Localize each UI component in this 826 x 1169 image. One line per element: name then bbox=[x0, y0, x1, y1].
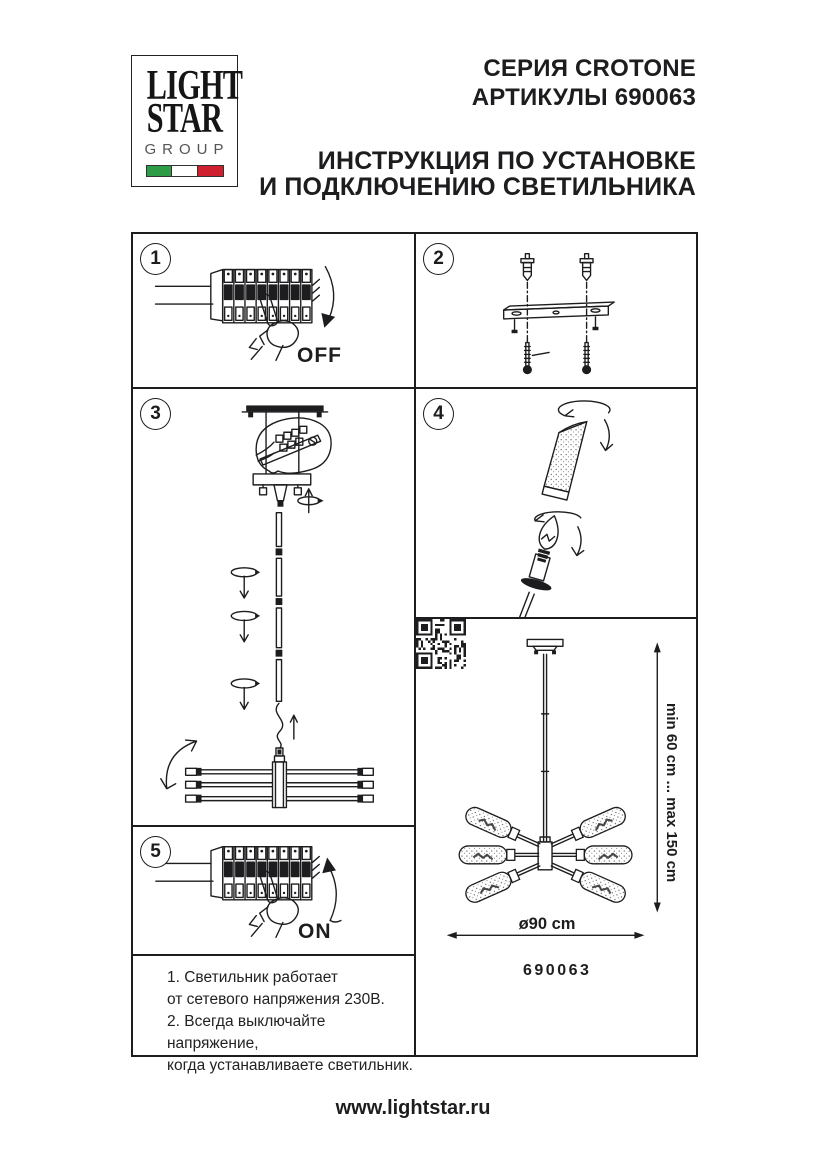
rotate-down-arrow-icon bbox=[230, 678, 261, 710]
safety-notes: 1. Светильник работает от сетевого напря… bbox=[167, 969, 413, 1074]
height-dimension-arrow bbox=[653, 642, 661, 913]
breaker-on-diagram bbox=[155, 846, 342, 938]
turn-off-arrow-icon bbox=[321, 265, 336, 328]
website-link: www.lightstar.ru bbox=[335, 1097, 491, 1119]
ceiling-plate-icon bbox=[241, 405, 329, 418]
fixture-arm bbox=[551, 844, 634, 865]
off-label: OFF bbox=[297, 344, 342, 367]
pointing-hand-icon bbox=[248, 293, 300, 362]
mounting-bar-icon bbox=[502, 301, 615, 334]
articles-title: АРТИКУЛЫ 690063 bbox=[471, 84, 696, 111]
step-1-panel: 1 OFF bbox=[131, 232, 416, 389]
rotate-bulb-arrow-icon bbox=[534, 511, 585, 557]
glass-shade-icon bbox=[541, 420, 588, 501]
shade-bulb-diagram bbox=[518, 400, 614, 617]
rotate-down-arrow-icon bbox=[230, 567, 261, 599]
assembled-fixture-diagram bbox=[446, 638, 661, 939]
wall-anchor-icon bbox=[520, 253, 594, 282]
fixture-arm bbox=[461, 862, 541, 907]
up-arrow-icon bbox=[289, 714, 299, 740]
series-title: СЕРИЯ CROTONE bbox=[483, 55, 696, 82]
mounting-plate-icon bbox=[252, 473, 312, 507]
rotate-up-arrow-icon bbox=[297, 488, 324, 514]
mounting-bar-diagram bbox=[502, 253, 615, 375]
instruction-title: ИНСТРУКЦИЯ ПО УСТАНОВКЕ И ПОДКЛЮЧЕНИЮ СВ… bbox=[259, 147, 696, 201]
screw-icon bbox=[522, 341, 592, 375]
fixture-arm bbox=[461, 803, 541, 848]
breaker-off-diagram bbox=[154, 265, 336, 362]
hanging-rod bbox=[540, 653, 550, 842]
lamp-socket-icon bbox=[518, 553, 552, 617]
fixture-arm bbox=[458, 844, 540, 865]
power-cable bbox=[275, 702, 284, 749]
step-number-badge: 3 bbox=[140, 398, 171, 430]
step-3-panel: 3 bbox=[131, 387, 416, 827]
logo-word-light: LIGHT bbox=[146, 63, 243, 109]
diameter-label: ø90 cm bbox=[518, 915, 576, 933]
lightstar-logo: LIGHT STAR GROUP bbox=[131, 55, 243, 187]
fixture-arm bbox=[550, 803, 630, 848]
qr-code bbox=[416, 619, 466, 669]
step-number-badge: 5 bbox=[140, 836, 171, 868]
step-number-badge: 1 bbox=[140, 243, 171, 275]
on-label: ON bbox=[298, 920, 332, 943]
flag-white bbox=[171, 166, 198, 176]
folded-fixture-body bbox=[184, 747, 374, 809]
logo-word-star: STAR bbox=[146, 96, 223, 142]
rod-assembly-diagram bbox=[160, 405, 374, 809]
italy-flag-icon bbox=[145, 165, 224, 177]
wiring-detail-balloon bbox=[255, 417, 332, 474]
flag-red bbox=[197, 166, 223, 176]
fixture-overview-panel: min 60 cm ... max 150 cm ø90 cm 690063 bbox=[414, 617, 698, 1057]
rotate-shade-arrow-icon bbox=[557, 400, 614, 452]
step-number-badge: 4 bbox=[423, 398, 454, 430]
step-2-panel: 2 bbox=[414, 232, 698, 389]
step-number-badge: 2 bbox=[423, 243, 454, 275]
flag-green bbox=[146, 166, 172, 176]
turn-on-arrow-icon bbox=[322, 857, 342, 923]
step-4-panel: 4 bbox=[414, 387, 698, 619]
height-range-label: min 60 cm ... max 150 cm bbox=[663, 703, 680, 883]
article-number: 690063 bbox=[523, 962, 592, 979]
fixture-arm bbox=[550, 862, 630, 907]
canopy-icon bbox=[526, 638, 564, 655]
logo-word-group: GROUP bbox=[144, 141, 230, 158]
safety-notes-panel: 1. Светильник работает от сетевого напря… bbox=[131, 954, 416, 1074]
rod-segments bbox=[275, 511, 283, 703]
swing-arrow-icon bbox=[160, 739, 198, 790]
center-hub-icon bbox=[537, 836, 553, 871]
rotate-down-arrow-icon bbox=[230, 610, 261, 643]
step-5-panel: 5 ON bbox=[131, 825, 416, 956]
diameter-dimension-arrow bbox=[446, 931, 645, 939]
header-titles: СЕРИЯ CROTONE АРТИКУЛЫ 690063 ИНСТРУКЦИЯ… bbox=[259, 54, 696, 200]
